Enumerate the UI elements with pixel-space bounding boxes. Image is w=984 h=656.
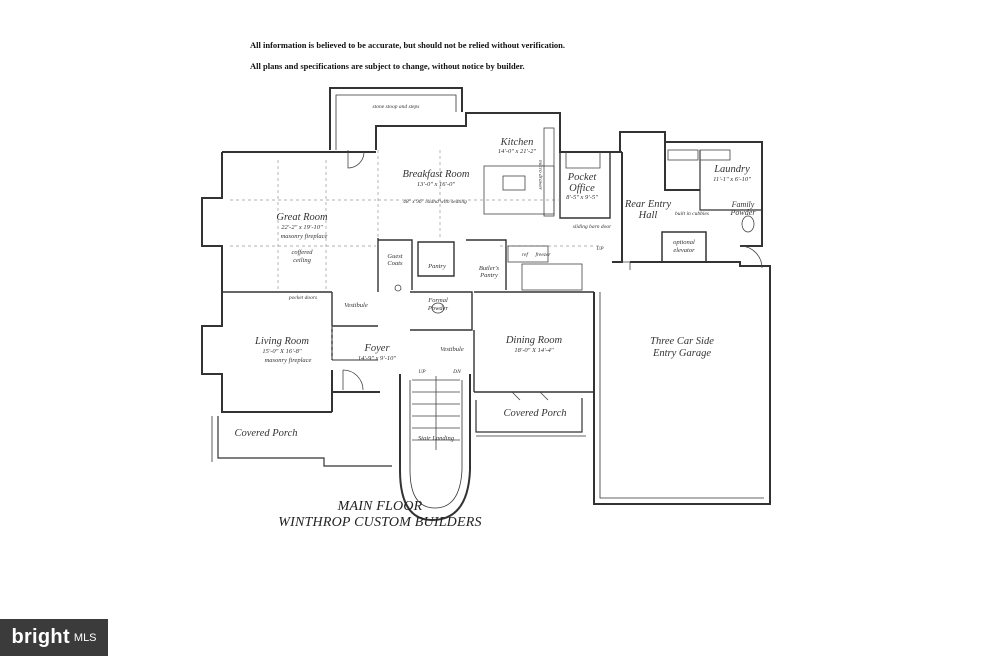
- stoop-label: stone stoop and steps: [373, 104, 420, 110]
- garage-label-1: Three Car Side: [650, 336, 714, 347]
- pantry-label: Pantry: [427, 263, 446, 270]
- freezer-label: freezer: [535, 251, 551, 258]
- kitchen-dim: 14'-0" x 21'-2": [498, 148, 536, 155]
- stair-landing-label: Stair Landing: [418, 435, 455, 442]
- pocket-office-label-2: Office: [569, 183, 595, 194]
- family-powder-label-2: Powder: [730, 208, 757, 217]
- formal-powder-label-1: Formal: [427, 297, 448, 304]
- laundry-dim: 11'-1" x 6'-10": [713, 176, 751, 183]
- foyer-dim: 14'-9" x 9'-10": [358, 355, 396, 362]
- walls: [201, 87, 771, 522]
- stair-up-label: UP: [596, 246, 604, 252]
- great-room-label: Great Room: [276, 212, 328, 223]
- pocket-doors-label: pocket doors: [288, 295, 317, 301]
- elevator-label-1: optional: [673, 239, 695, 246]
- foyer-label: Foyer: [363, 343, 390, 354]
- great-room-fireplace: masonry fireplace: [281, 233, 328, 240]
- covered-porch-right-label: Covered Porch: [503, 408, 566, 419]
- ref-label: ref: [522, 251, 529, 258]
- dashed-grid: [230, 150, 600, 360]
- kitchen-label: Kitchen: [500, 137, 534, 148]
- breakfast-label: Breakfast Room: [403, 169, 470, 180]
- micro-drawer-label: micro drawer: [537, 160, 543, 191]
- disclaimer-accuracy: All information is believed to be accura…: [250, 40, 566, 50]
- garage-label-2: Entry Garage: [652, 348, 711, 359]
- fixtures: [342, 127, 763, 450]
- breakfast-dim: 13'-0" x 16'-0": [417, 181, 455, 188]
- builder-name: WINTHROP CUSTOM BUILDERS: [278, 515, 482, 530]
- cubbies-note: built in cubbies: [675, 211, 709, 217]
- rear-entry-label-1: Rear Entry: [624, 199, 672, 210]
- butlers-label-2: Pantry: [479, 272, 498, 279]
- foyer-up-label: UP: [418, 369, 426, 375]
- dining-room-dim: 18'-0" X 14'-4": [514, 347, 554, 354]
- family-powder-label-1: Family: [731, 200, 755, 209]
- foyer-dn-label: DN: [452, 369, 461, 375]
- bright-mls-logo: bright MLS: [0, 619, 108, 656]
- living-room-label: Living Room: [254, 336, 309, 347]
- coffered-label-1: coffered: [291, 249, 313, 256]
- rear-entry-label-2: Hall: [638, 210, 658, 221]
- living-room-fireplace: masonry fireplace: [265, 357, 312, 364]
- laundry-label: Laundry: [713, 164, 750, 175]
- island-note: 48" x 96" island with seating: [403, 198, 467, 205]
- pocket-office-dim: 8'-5" x 9'-5": [566, 194, 598, 201]
- pocket-office-label-1: Pocket: [567, 172, 598, 183]
- barn-door-note: sliding barn door: [573, 224, 612, 230]
- elevator-label-2: elevator: [673, 247, 695, 254]
- brand-name: bright: [11, 626, 70, 648]
- great-room-dim: 22'-2" x 19'-10": [281, 224, 323, 231]
- brand-sub: MLS: [73, 631, 97, 644]
- butlers-label-1: Butler's: [479, 265, 500, 272]
- covered-porch-left-label: Covered Porch: [234, 428, 297, 439]
- vestibule-left-label: Vestibule: [344, 302, 368, 309]
- formal-powder-label-2: Powder: [427, 305, 449, 312]
- plan-title: MAIN FLOOR: [337, 499, 423, 514]
- dining-room-label: Dining Room: [505, 335, 563, 346]
- guest-coats-label-1: Guest: [387, 253, 402, 260]
- disclaimer-change: All plans and specifications are subject…: [250, 61, 525, 71]
- coffered-label-2: ceiling: [293, 257, 311, 264]
- vestibule-right-label: Vestibule: [440, 346, 464, 353]
- living-room-dim: 15'-0" X 16'-8": [262, 348, 302, 355]
- guest-coats-label-2: Coats: [387, 260, 403, 267]
